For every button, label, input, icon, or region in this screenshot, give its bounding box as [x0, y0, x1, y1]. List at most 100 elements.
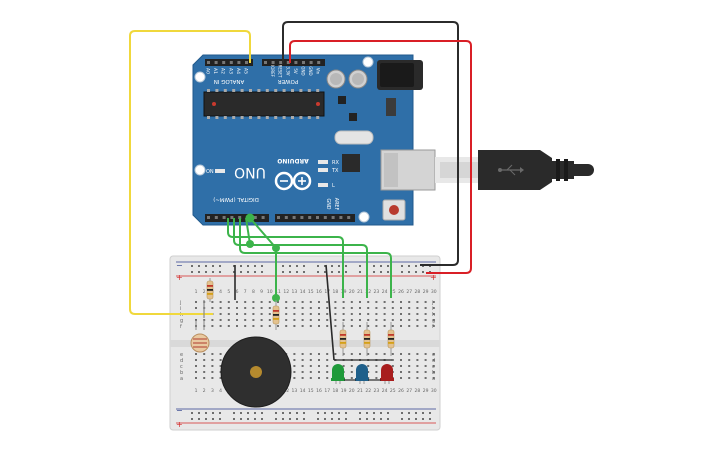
breadboard-hole[interactable] — [342, 325, 345, 327]
rail-hole[interactable] — [324, 271, 326, 273]
breadboard-hole[interactable] — [219, 365, 222, 367]
breadboard-hole[interactable] — [432, 307, 435, 309]
breadboard-hole[interactable] — [268, 301, 271, 303]
breadboard-hole[interactable] — [203, 353, 206, 355]
breadboard-hole[interactable] — [416, 325, 419, 327]
breadboard-hole[interactable] — [227, 313, 230, 315]
resistor[interactable] — [363, 322, 371, 356]
breadboard-hole[interactable] — [285, 325, 288, 327]
rail-hole[interactable] — [254, 412, 256, 414]
breadboard-hole[interactable] — [227, 301, 230, 303]
digital-pin-socket[interactable] — [331, 216, 335, 219]
breadboard-hole[interactable] — [375, 377, 378, 379]
breadboard-hole[interactable] — [350, 353, 353, 355]
breadboard-hole[interactable] — [309, 365, 312, 367]
breadboard-hole[interactable] — [432, 353, 435, 355]
breadboard-hole[interactable] — [318, 325, 320, 327]
breadboard-hole[interactable] — [400, 325, 402, 327]
breadboard-hole[interactable] — [318, 301, 320, 303]
breadboard-hole[interactable] — [285, 313, 288, 315]
breadboard-hole[interactable] — [219, 313, 222, 315]
rail-hole[interactable] — [261, 418, 263, 420]
breadboard-hole[interactable] — [408, 325, 411, 327]
rail-hole[interactable] — [198, 418, 200, 420]
rail-hole[interactable] — [198, 271, 200, 273]
breadboard-hole[interactable] — [375, 313, 378, 315]
wire-red-5v[interactable] — [289, 40, 472, 274]
breadboard-hole[interactable] — [227, 325, 230, 327]
rail-hole[interactable] — [296, 271, 298, 273]
breadboard-hole[interactable] — [309, 307, 312, 309]
wire-black-gnd[interactable] — [282, 21, 459, 266]
breadboard-hole[interactable] — [416, 301, 419, 303]
rail-hole[interactable] — [338, 265, 340, 267]
breadboard-hole[interactable] — [301, 313, 304, 315]
breadboard-hole[interactable] — [301, 353, 304, 355]
breadboard-hole[interactable] — [211, 307, 214, 309]
breadboard-hole[interactable] — [400, 371, 402, 373]
rail-hole[interactable] — [401, 271, 403, 273]
breadboard-hole[interactable] — [252, 325, 255, 327]
rail-hole[interactable] — [219, 265, 221, 267]
breadboard-hole[interactable] — [285, 319, 288, 321]
breadboard-hole[interactable] — [400, 377, 402, 379]
breadboard-hole[interactable] — [211, 353, 214, 355]
digital-pin-socket[interactable] — [207, 216, 210, 219]
buzzer-icon[interactable] — [220, 336, 292, 408]
breadboard-hole[interactable] — [293, 313, 296, 315]
rail-hole[interactable] — [387, 271, 389, 273]
breadboard-hole[interactable] — [326, 359, 329, 361]
breadboard-hole[interactable] — [359, 313, 361, 315]
rail-hole[interactable] — [387, 418, 389, 420]
breadboard-hole[interactable] — [416, 365, 419, 367]
breadboard-hole[interactable] — [400, 365, 402, 367]
rail-hole[interactable] — [247, 412, 249, 414]
breadboard-hole[interactable] — [326, 353, 329, 355]
breadboard-hole[interactable] — [195, 359, 197, 361]
rail-hole[interactable] — [408, 271, 410, 273]
breadboard-hole[interactable] — [301, 377, 304, 379]
breadboard-hole[interactable] — [383, 353, 386, 355]
breadboard-hole[interactable] — [400, 307, 402, 309]
breadboard-hole[interactable] — [375, 325, 378, 327]
breadboard-hole[interactable] — [309, 353, 312, 355]
breadboard-hole[interactable] — [375, 371, 378, 373]
breadboard-hole[interactable] — [367, 353, 370, 355]
rail-hole[interactable] — [247, 271, 249, 273]
breadboard-hole[interactable] — [301, 301, 304, 303]
wire-green-led-2[interactable] — [233, 218, 368, 298]
breadboard-hole[interactable] — [244, 325, 247, 327]
breadboard-hole[interactable] — [350, 365, 353, 367]
breadboard-hole[interactable] — [359, 301, 361, 303]
rail-hole[interactable] — [289, 418, 291, 420]
wire-green-ldr[interactable] — [245, 217, 251, 245]
breadboard-hole[interactable] — [416, 313, 419, 315]
breadboard-hole[interactable] — [252, 307, 255, 309]
breadboard-hole[interactable] — [334, 301, 337, 303]
rail-hole[interactable] — [415, 418, 417, 420]
breadboard-hole[interactable] — [326, 371, 329, 373]
breadboard-hole[interactable] — [400, 313, 402, 315]
breadboard-hole[interactable] — [326, 365, 329, 367]
breadboard-hole[interactable] — [252, 301, 255, 303]
rail-hole[interactable] — [359, 412, 361, 414]
rail-hole[interactable] — [317, 265, 319, 267]
digital-header-low[interactable] — [205, 214, 269, 222]
breadboard-hole[interactable] — [236, 313, 238, 315]
analog-pin-socket[interactable] — [207, 61, 210, 64]
resistor[interactable] — [206, 278, 214, 302]
breadboard-hole[interactable] — [195, 301, 197, 303]
breadboard-hole[interactable] — [334, 307, 337, 309]
breadboard-hole[interactable] — [350, 307, 353, 309]
breadboard-hole[interactable] — [318, 313, 320, 315]
breadboard-hole[interactable] — [236, 301, 238, 303]
breadboard-hole[interactable] — [211, 377, 214, 379]
rail-hole[interactable] — [247, 265, 249, 267]
breadboard-hole[interactable] — [350, 377, 353, 379]
power-pin-socket[interactable] — [317, 61, 321, 64]
rail-hole[interactable] — [408, 265, 410, 267]
photoresistor-icon[interactable] — [190, 320, 210, 353]
breadboard-hole[interactable] — [383, 301, 386, 303]
breadboard-hole[interactable] — [326, 313, 329, 315]
power-pin-socket[interactable] — [271, 61, 275, 64]
